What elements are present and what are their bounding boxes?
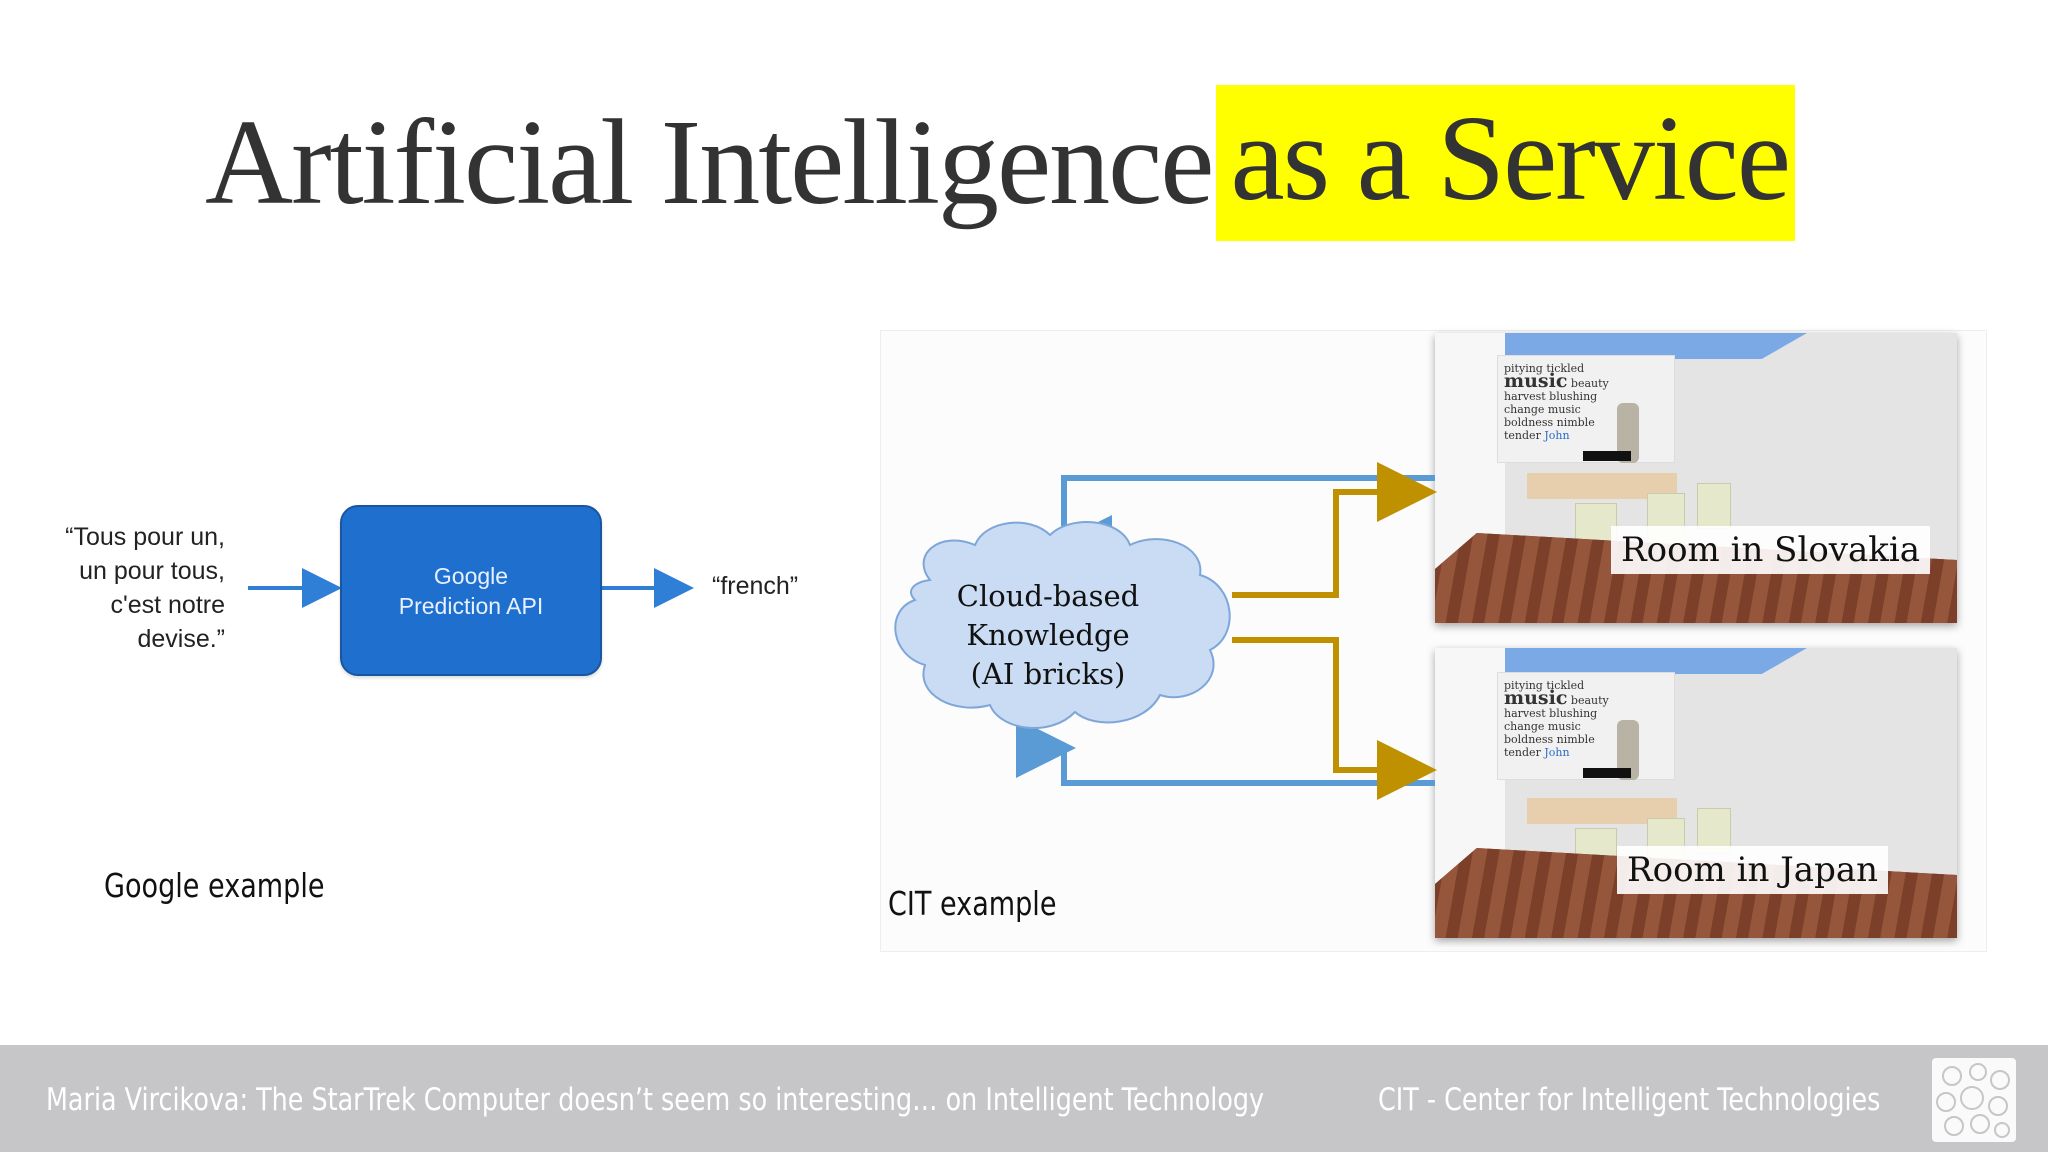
input-line: un pour tous, xyxy=(79,557,225,585)
api-line: Google xyxy=(433,562,509,589)
poster-word: pitying tickled xyxy=(1504,362,1585,375)
cloud-line: Cloud-based xyxy=(957,579,1139,613)
footer-left-text: Maria Vircikova: The StarTrek Computer d… xyxy=(46,1082,1265,1118)
poster-word: John xyxy=(1544,429,1570,442)
footer-bar xyxy=(0,1045,2048,1152)
google-prediction-api-box: Google Prediction API xyxy=(340,505,602,676)
poster-word: change music xyxy=(1504,720,1581,733)
title-highlight: as a Service xyxy=(1216,85,1796,241)
output-arrow-bottom xyxy=(1232,637,1437,800)
cloud-line: (AI bricks) xyxy=(971,657,1126,691)
robot-figure xyxy=(1617,720,1639,780)
poster-word: tender xyxy=(1504,429,1541,442)
input-line: “Tous pour un, xyxy=(65,523,225,551)
slide-title: Artificial Intelligence as a Service xyxy=(205,85,1796,241)
tv-screen xyxy=(1583,451,1631,461)
room-ceiling xyxy=(1505,333,1807,359)
cit-caption: CIT example xyxy=(888,884,1057,923)
poster-word: harvest blushing xyxy=(1504,707,1598,720)
poster-word: pitying tickled xyxy=(1504,679,1585,692)
title-main: Artificial Intelligence xyxy=(205,95,1214,230)
room-ceiling xyxy=(1505,648,1807,674)
input-line: devise.” xyxy=(137,625,225,653)
room-slovakia-image: pitying tickled music beauty harvest blu… xyxy=(1435,333,1957,623)
room-japan-image: pitying tickled music beauty harvest blu… xyxy=(1435,648,1957,938)
poster-word: tender xyxy=(1504,746,1541,759)
room-label: Room in Slovakia xyxy=(1611,526,1931,574)
poster-word: boldness nimble xyxy=(1504,416,1595,429)
input-line: c'est notre xyxy=(110,591,225,619)
poster-word: beauty xyxy=(1570,694,1609,707)
knowledge-arrow-top xyxy=(1052,475,1435,575)
poster-word: harvest blushing xyxy=(1504,390,1598,403)
cloud-line: Knowledge xyxy=(966,618,1129,652)
room-label: Room in Japan xyxy=(1617,846,1888,894)
knowledge-arrow-bottom xyxy=(1016,718,1435,786)
google-input-text: “Tous pour un, un pour tous, c'est notre… xyxy=(30,520,225,656)
poster-word: John xyxy=(1544,746,1570,759)
poster-word: boldness nimble xyxy=(1504,733,1595,746)
output-arrow-top xyxy=(1232,462,1437,598)
knowledge-cloud-shape xyxy=(894,521,1231,729)
poster-word: music xyxy=(1504,370,1568,392)
google-caption: Google example xyxy=(104,866,325,905)
robot-figure xyxy=(1617,403,1639,463)
poster-word: music xyxy=(1504,687,1568,709)
cit-network-logo-icon xyxy=(1932,1058,2016,1142)
tv-screen xyxy=(1583,768,1631,778)
api-line: Prediction API xyxy=(398,592,544,619)
google-output-text: “french” xyxy=(712,572,799,600)
word-cloud-poster: pitying tickled music beauty harvest blu… xyxy=(1497,672,1675,780)
footer-right-text: CIT - Center for Intelligent Technologie… xyxy=(1378,1082,1881,1118)
word-cloud-poster: pitying tickled music beauty harvest blu… xyxy=(1497,355,1675,463)
poster-word: beauty xyxy=(1570,377,1609,390)
poster-word: change music xyxy=(1504,403,1581,416)
